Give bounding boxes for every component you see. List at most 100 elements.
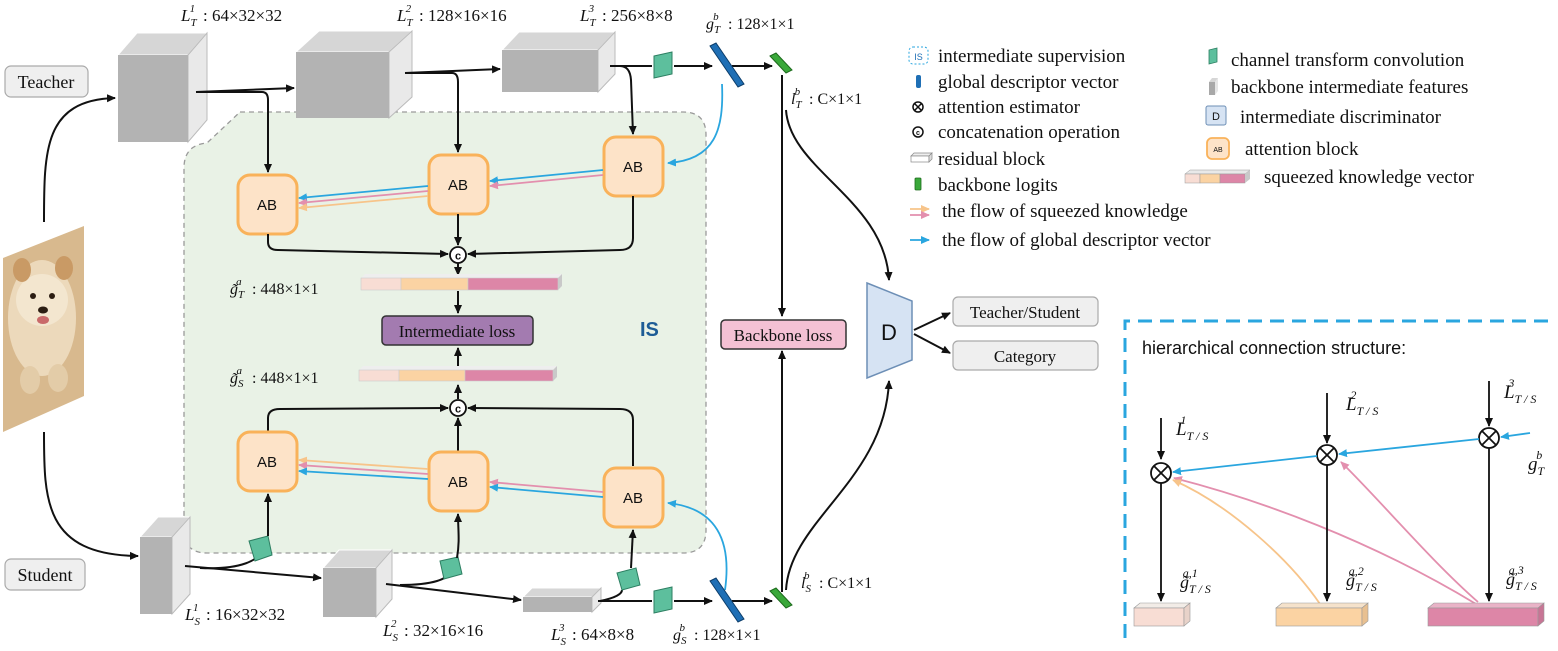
- arrow-conv2-sab2: [454, 513, 463, 559]
- svg-text:g̃Sa: g̃Sa: [230, 365, 244, 390]
- legend-item-6: the flow of squeezed knowledge: [942, 201, 1188, 222]
- teacher-label-box: [4, 65, 89, 98]
- teacher-ab2: AB: [427, 153, 490, 216]
- arrow-ls2-conv: [399, 573, 448, 586]
- arrow-d-teacher-student: [913, 312, 951, 331]
- svg-text:gTb: gTb: [1528, 448, 1546, 478]
- legend-item-4: residual block: [938, 149, 1046, 170]
- pink-flow-sab3-sab2: [489, 478, 604, 493]
- teacher-dim-gtb: : 128×1×1: [728, 16, 795, 33]
- svg-text:c: c: [455, 251, 461, 263]
- student-dim-gsa: : 448×1×1: [252, 370, 319, 387]
- discriminator-label: D: [881, 320, 897, 345]
- legend-item-7: the flow of global descriptor vector: [942, 230, 1211, 251]
- svg-text:g̃T / Sa,1: g̃T / Sa,1: [1180, 566, 1211, 596]
- backbone-loss-box: [720, 319, 847, 350]
- student-conv3: [616, 567, 641, 591]
- inset-title: hierarchical connection structure:: [1142, 338, 1406, 358]
- inset-panel: hierarchical connection structure: LT / …: [1123, 319, 1548, 638]
- student-label: Student: [17, 565, 72, 585]
- legend-attention-block-icon: AB: [1206, 137, 1230, 160]
- legend-item-5: backbone logits: [938, 175, 1058, 196]
- svg-text:D: D: [1212, 111, 1220, 123]
- student-conv2: [439, 556, 463, 580]
- blue-flow-gsb-sab3: [667, 499, 728, 591]
- svg-text:LS1: LS1: [184, 602, 200, 628]
- svg-text:LT / S2: LT / S2: [1345, 388, 1378, 418]
- svg-text:IS: IS: [914, 52, 923, 62]
- teacher-label: Teacher: [18, 72, 75, 92]
- student-label-box: [4, 558, 86, 591]
- svg-text:gSb: gSb: [673, 622, 687, 647]
- teacher-concat: c: [449, 246, 467, 264]
- teacher-global-descriptor: [709, 42, 745, 88]
- teacher-dim-lt2: : 128×16×16: [419, 6, 507, 25]
- legend-global-descriptor-icon: [916, 75, 921, 88]
- pink-flow-ab3-ab2: [489, 174, 604, 190]
- output-category: Category: [994, 347, 1057, 366]
- output-teacher-student-box: [952, 296, 1099, 327]
- legend-right-item-3: attention block: [1245, 139, 1359, 160]
- teacher-dim-ltb: : C×1×1: [809, 91, 862, 108]
- legend-squeezed-vector-icon: [1184, 169, 1251, 184]
- student-dim-ls3: : 64×8×8: [572, 625, 634, 644]
- input-image: [3, 226, 84, 432]
- backbone-loss-label: Backbone loss: [734, 326, 833, 345]
- inset-vector-3: [1427, 602, 1545, 627]
- arrow-conv3-sab3: [628, 529, 637, 569]
- intermediate-loss-label: Intermediate loss: [399, 322, 516, 341]
- teacher-dim-gta: : 448×1×1: [252, 281, 319, 298]
- arrow-d-category: [913, 333, 951, 354]
- orange-flow-sab2-sab1: [298, 456, 429, 470]
- student-dim-gsb: : 128×1×1: [694, 627, 761, 644]
- student-squeezed-vector: [358, 366, 557, 382]
- legend-right-item-2: intermediate discriminator: [1240, 107, 1442, 128]
- arrow-lsb-d: [785, 380, 893, 591]
- legend-discriminator-icon: D: [1205, 105, 1227, 126]
- pink-flow-ab2-ab1: [298, 190, 429, 207]
- legend-logits-icon: [914, 177, 922, 191]
- arrow-ltb-d: [785, 109, 893, 281]
- teacher-channel-conv: [653, 51, 673, 79]
- svg-text:lTb: lTb: [791, 86, 802, 111]
- blue-flow-sab3-sab2: [489, 483, 604, 498]
- blue-flow-gtb-ab3: [667, 83, 724, 167]
- svg-text:c: c: [455, 404, 461, 416]
- student-feature-ls3: [521, 586, 603, 614]
- svg-text:g̃T / Sa,2: g̃T / Sa,2: [1346, 564, 1377, 594]
- svg-text:LT1: LT1: [180, 3, 197, 29]
- legend-item-2: attention estimator: [938, 97, 1081, 118]
- is-label: IS: [640, 319, 659, 341]
- student-concat: c: [449, 399, 467, 417]
- svg-text:LT / S3: LT / S3: [1503, 376, 1536, 406]
- teacher-feature-lt2: [294, 29, 414, 120]
- arrow-sab1-concat: [267, 404, 449, 432]
- svg-text:LS3: LS3: [550, 622, 566, 648]
- legend-item-3: concatenation operation: [938, 122, 1121, 143]
- student-feature-ls1: [138, 515, 192, 616]
- arrow-lt1-ab: [196, 91, 272, 173]
- student-conv1: [248, 535, 273, 562]
- blue-flow-sab2-sab1: [298, 467, 429, 480]
- orange-flow-ab2-ab1: [298, 195, 429, 212]
- student-logits: [769, 587, 793, 609]
- image-to-teacher-arrow: [43, 94, 116, 223]
- arrow-ls2-ls3: [385, 583, 522, 604]
- svg-text:AB: AB: [623, 490, 643, 507]
- inset-vector-1: [1133, 602, 1191, 627]
- blue-flow-ab3-ab2: [489, 169, 604, 185]
- svg-text:AB: AB: [623, 159, 643, 176]
- svg-text:AB: AB: [1213, 147, 1223, 154]
- inset-attention-estimator-2: [1316, 444, 1338, 466]
- teacher-logits: [769, 52, 793, 74]
- teacher-dim-lt1: : 64×32×32: [203, 6, 282, 25]
- svg-text:AB: AB: [257, 454, 277, 471]
- arrow-ls3-conv3: [599, 589, 623, 602]
- student-channel-conv: [653, 586, 673, 614]
- student-global-descriptor: [709, 577, 745, 623]
- svg-text:LT2: LT2: [396, 3, 413, 29]
- arrow-ab1-concat: [267, 234, 449, 258]
- legend-item-1: global descriptor vector: [938, 72, 1119, 93]
